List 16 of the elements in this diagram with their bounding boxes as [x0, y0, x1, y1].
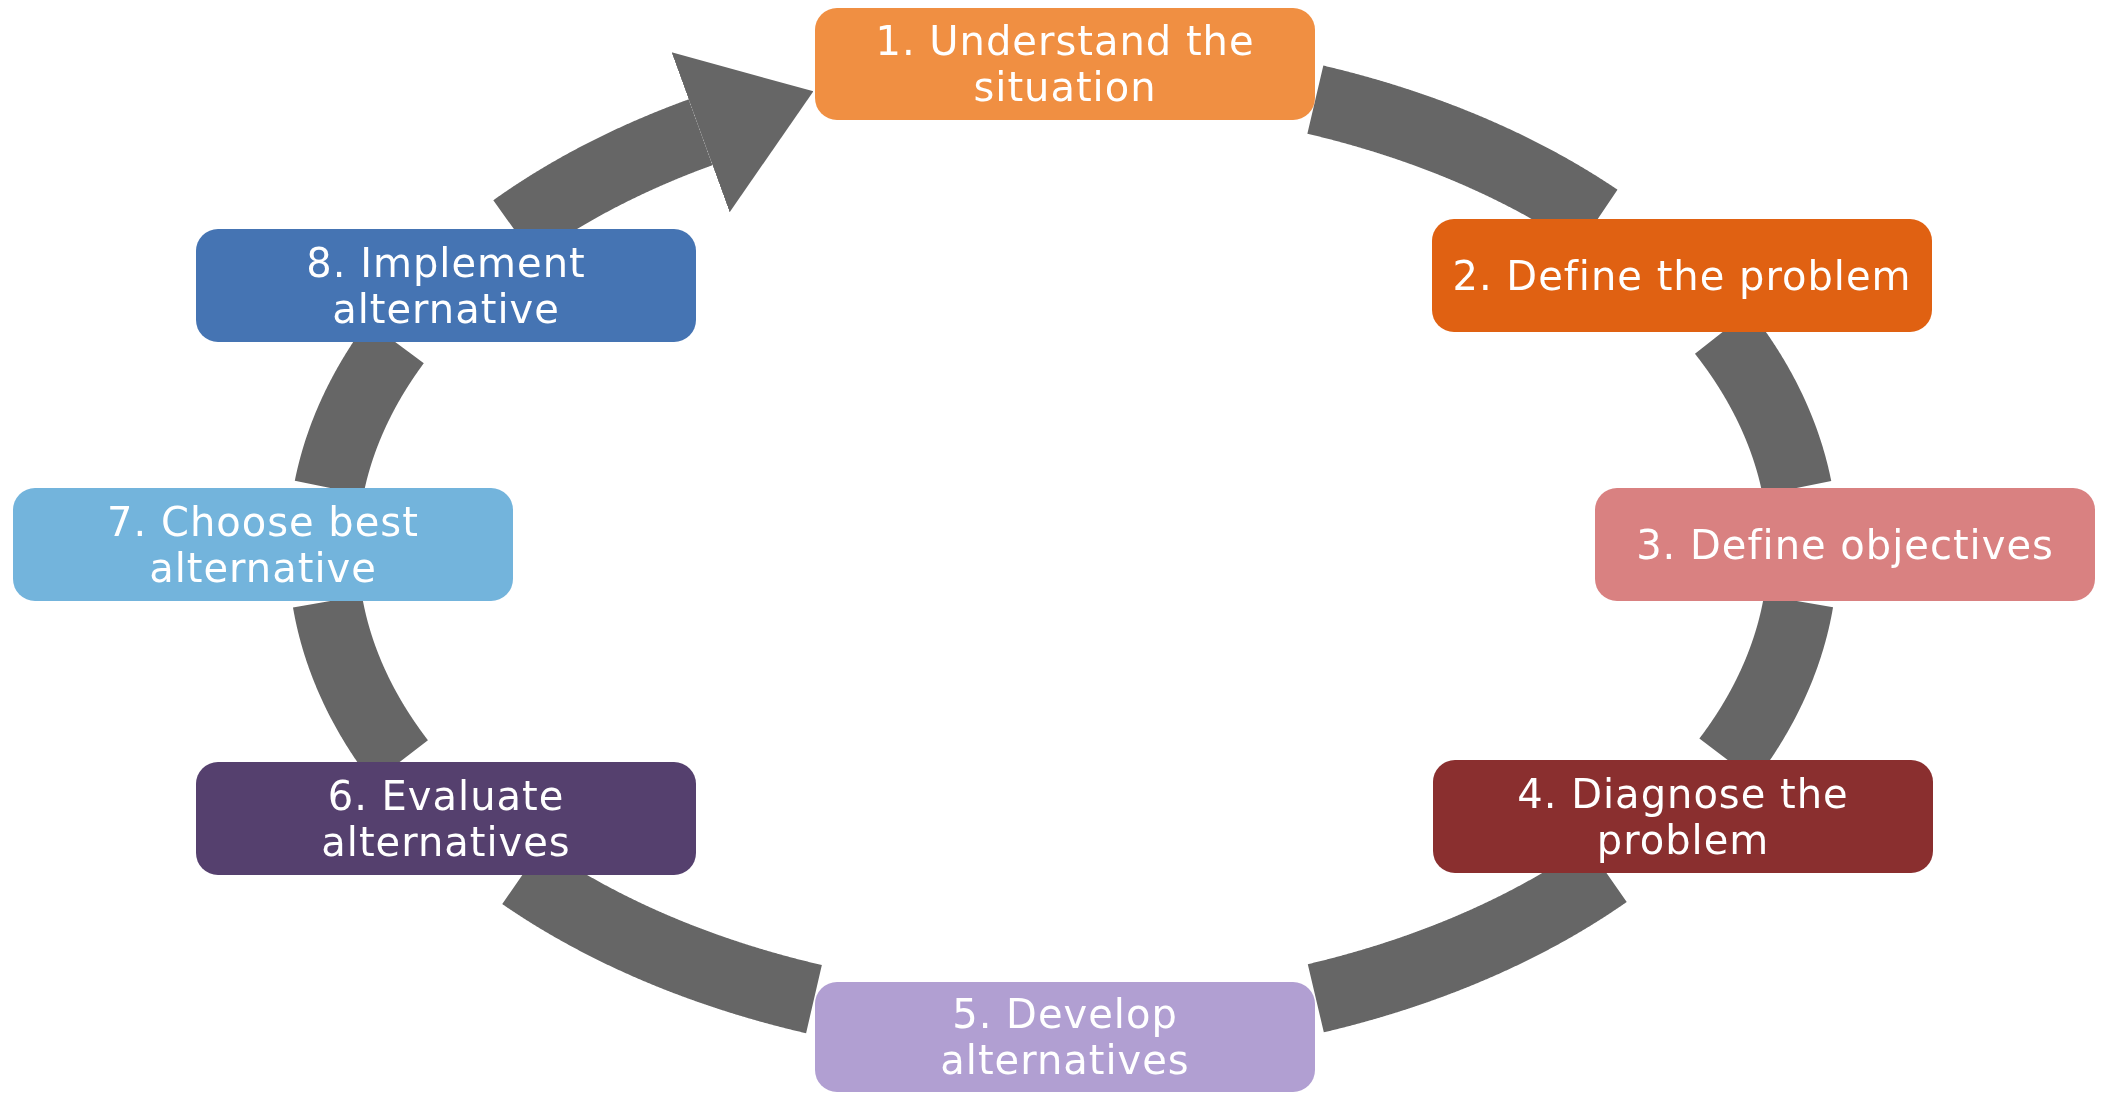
- step-label: 6. Evaluate alternatives: [320, 772, 572, 865]
- step-label: 1. Understand the situation: [874, 18, 1256, 110]
- step-box: [1432, 219, 1932, 332]
- step-box: [196, 229, 696, 342]
- step-label: 5. Develop alternatives: [939, 991, 1191, 1083]
- step-box: [815, 8, 1315, 120]
- step-label: 2. Define the problem: [1452, 252, 1912, 299]
- step-box: [1595, 488, 2095, 601]
- step-box: [815, 982, 1315, 1092]
- step-label: 8. Implement alternative: [305, 239, 587, 332]
- step-label: 4. Diagnose the problem: [1516, 770, 1850, 863]
- step-box: [13, 488, 513, 601]
- step-label: 7. Choose best alternative: [106, 498, 420, 591]
- step-box: [1433, 760, 1933, 873]
- step-label: 3. Define objectives: [1636, 521, 2054, 568]
- step-box: [196, 762, 696, 875]
